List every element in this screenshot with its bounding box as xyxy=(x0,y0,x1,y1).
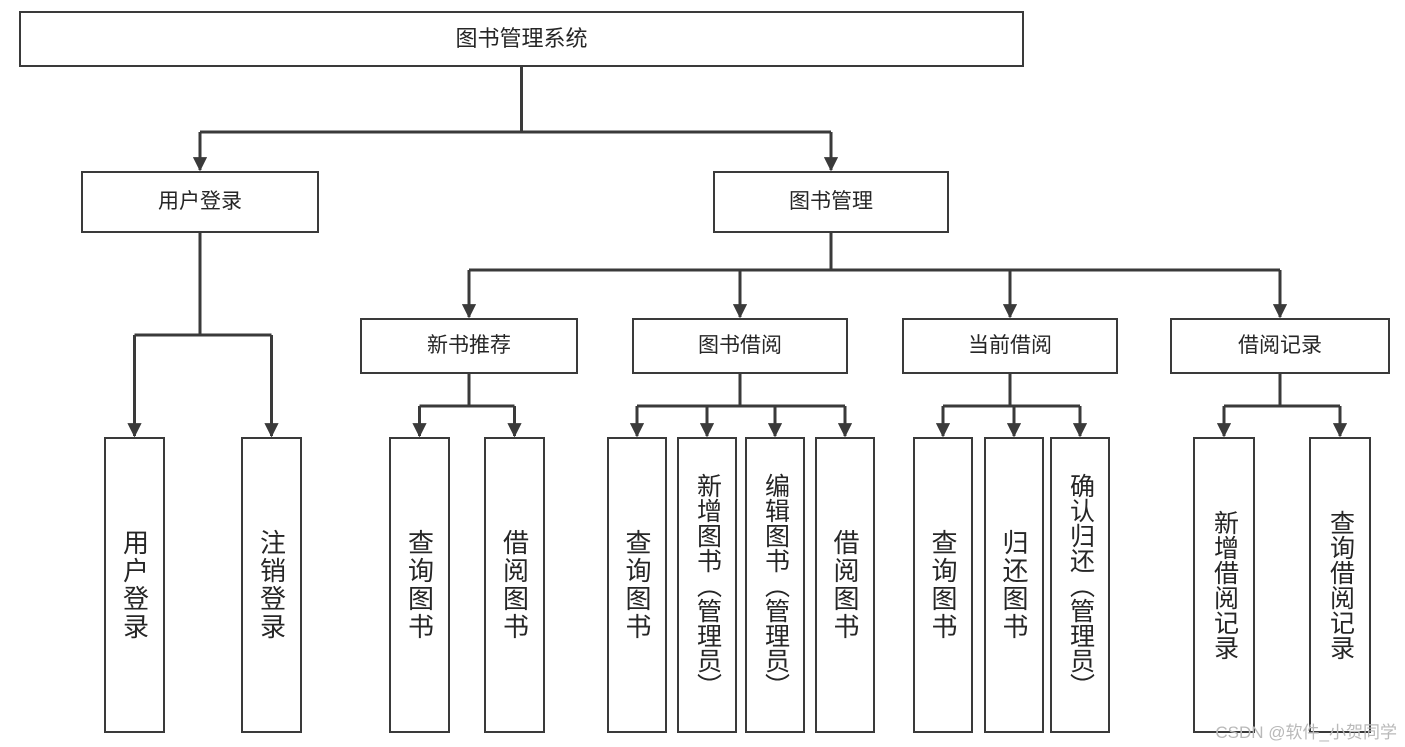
node-records[interactable]: 借阅记录 xyxy=(1170,318,1390,374)
node-l_edit_book[interactable]: 编辑图书（管理员） xyxy=(745,437,805,733)
node-label: 新增借阅记录 xyxy=(1210,510,1239,660)
node-label: 查询借阅记录 xyxy=(1326,510,1355,660)
node-label: 用户登录 xyxy=(119,529,150,641)
node-label: 编辑图书（管理员） xyxy=(761,472,790,698)
node-label: 归还图书 xyxy=(999,529,1029,641)
node-l_q_rec[interactable]: 查询借阅记录 xyxy=(1309,437,1371,733)
node-l_add_book[interactable]: 新增图书（管理员） xyxy=(677,437,737,733)
node-label: 借阅记录 xyxy=(1238,334,1322,358)
node-label: 用户登录 xyxy=(158,190,242,214)
node-label: 图书管理 xyxy=(789,190,873,214)
node-label: 查询图书 xyxy=(404,529,435,641)
node-label: 借阅图书 xyxy=(830,529,860,641)
node-current[interactable]: 当前借阅 xyxy=(902,318,1118,374)
node-l_login[interactable]: 用户登录 xyxy=(104,437,165,733)
node-label: 借阅图书 xyxy=(499,529,530,641)
node-new_rec[interactable]: 新书推荐 xyxy=(360,318,578,374)
node-label: 图书管理系统 xyxy=(455,25,588,51)
node-label: 查询图书 xyxy=(622,529,652,641)
node-borrow[interactable]: 图书借阅 xyxy=(632,318,848,374)
node-label: 当前借阅 xyxy=(968,334,1052,358)
node-l_q_book_3[interactable]: 查询图书 xyxy=(913,437,973,733)
node-book_mgmt[interactable]: 图书管理 xyxy=(713,171,949,233)
node-l_logout[interactable]: 注销登录 xyxy=(241,437,302,733)
node-l_return[interactable]: 归还图书 xyxy=(984,437,1044,733)
node-label: 图书借阅 xyxy=(698,334,782,358)
node-l_borrow_2[interactable]: 借阅图书 xyxy=(815,437,875,733)
node-label: 新增图书（管理员） xyxy=(693,472,722,698)
node-l_add_rec[interactable]: 新增借阅记录 xyxy=(1193,437,1255,733)
node-label: 确认归还（管理员） xyxy=(1066,472,1095,698)
node-l_confirm[interactable]: 确认归还（管理员） xyxy=(1050,437,1110,733)
node-l_q_book_2[interactable]: 查询图书 xyxy=(607,437,667,733)
watermark-text: CSDN @软件_小贺同学 xyxy=(1215,723,1397,742)
node-label: 新书推荐 xyxy=(427,334,511,358)
node-root[interactable]: 图书管理系统 xyxy=(19,11,1024,67)
node-l_borrow_1[interactable]: 借阅图书 xyxy=(484,437,545,733)
node-label: 注销登录 xyxy=(256,529,287,641)
node-l_q_book_1[interactable]: 查询图书 xyxy=(389,437,450,733)
node-label: 查询图书 xyxy=(928,529,958,641)
node-user_login[interactable]: 用户登录 xyxy=(81,171,319,233)
